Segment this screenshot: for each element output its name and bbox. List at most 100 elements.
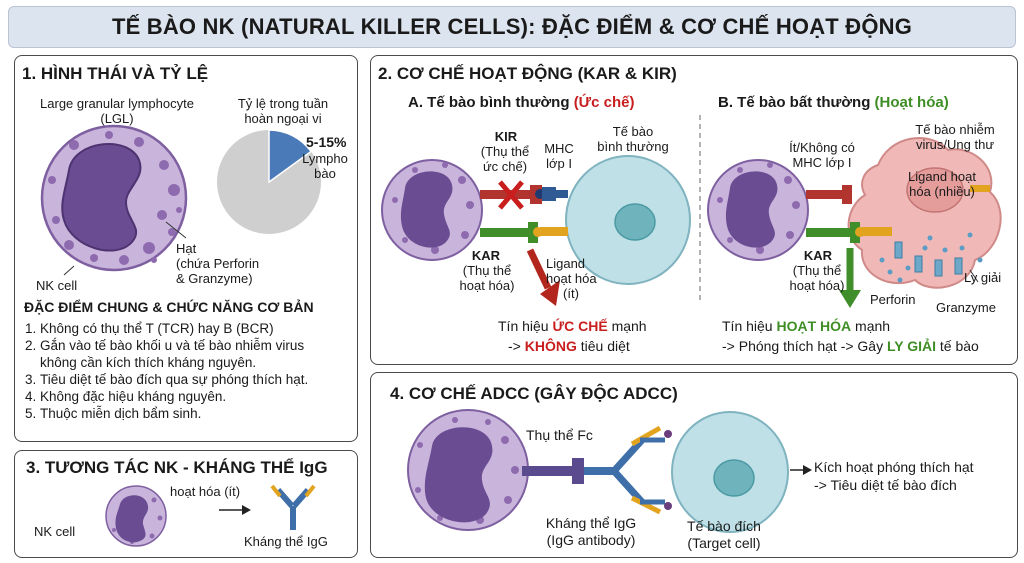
kar-desc-a-line1: (Thụ thể: [462, 263, 512, 278]
panel3-illustration: [105, 484, 316, 547]
ligand-b: [862, 185, 990, 236]
result-b-prefix: -> Phóng thích hạt -> Gây: [722, 338, 884, 354]
mhc-class1-a: [542, 187, 568, 201]
kir-desc-line2: ức chế): [482, 159, 528, 174]
pie-percent: 5-15%: [306, 134, 347, 150]
page-title: TẾ BÀO NK (NATURAL KILLER CELLS): ĐẶC ĐI…: [8, 6, 1016, 48]
mhc-line1: MHC: [544, 141, 574, 156]
result-a-suffix: tiêu diệt: [580, 338, 630, 354]
granules: [48, 131, 182, 265]
granule-line1: Hạt: [176, 241, 197, 256]
kar-desc-a: (Thụ thể hoạt hóa): [454, 263, 520, 293]
target-cell-label: Tế bào đích (Target cell): [674, 518, 774, 552]
signal-a: Tín hiệu ỨC CHẾ mạnh: [498, 318, 647, 334]
kir-receptor-b: [806, 185, 852, 204]
activate-arrow: [839, 290, 861, 308]
inhibit-arrow: [540, 280, 560, 306]
panel4-heading: 4. CƠ CHẾ ADCC (GÂY ĐỘC ADCC): [390, 384, 678, 403]
pie-label-line1: Lympho: [302, 151, 348, 166]
panel1-heading: 1. HÌNH THÁI VÀ TỶ LỆ: [22, 64, 209, 83]
target-cell: [671, 411, 789, 533]
igg-antibody-icon: [270, 484, 316, 530]
target-line1: Tế bào đích: [687, 518, 761, 534]
section-b-state: (Hoạt hóa): [874, 94, 949, 111]
feature-item: Thuộc miễn dịch bẩm sinh.: [40, 405, 370, 422]
fc-receptor: [522, 458, 584, 484]
fc-receptor-label: Thụ thể Fc: [526, 427, 593, 443]
pie-label: Lympho bào: [302, 151, 348, 181]
normal-cell: [565, 155, 691, 285]
few-mhc-label: Ít/Không có MHC lớp I: [780, 140, 864, 170]
kar-label-a: KAR: [471, 248, 501, 263]
result-b-strong: LY GIẢI: [887, 338, 937, 354]
few-mhc-line1: Ít/Không có: [789, 140, 855, 155]
kir-desc-line1: (Thụ thể: [480, 144, 530, 159]
ligand-many-line1: Ligand hoạt: [908, 169, 976, 184]
nk-cell-adcc: [407, 409, 529, 531]
result-b: -> Phóng thích hạt -> Gây LY GIẢI tế bào: [722, 338, 979, 354]
ligand-many-label: Ligand hoạt hóa (nhiều): [894, 169, 990, 199]
mhc-line2: lớp I: [546, 156, 572, 171]
activated-label: hoạt hóa (ít): [170, 484, 241, 499]
lgl-line2: (LGL): [100, 111, 134, 126]
normal-cell-line2: bình thường: [597, 139, 669, 154]
nk-cell-a: [381, 159, 483, 261]
lgl-label: Large granular lymphocyte (LGL): [22, 96, 212, 126]
infected-line1: Tế bào nhiễm: [915, 122, 995, 137]
ratio-pie-chart: [217, 129, 321, 234]
normal-cell-label: Tế bào bình thường: [588, 124, 678, 154]
antibody-adcc-line2: (IgG antibody): [546, 532, 636, 548]
antibody-adcc-line1: Kháng thể IgG: [545, 515, 637, 531]
kar-receptor-a: [480, 222, 543, 243]
kir-desc: (Thụ thể ức chế): [472, 144, 538, 174]
feature-item-line1: Gắn vào tế bào khối u và tế bào nhiễm vi…: [40, 338, 305, 353]
granule-label: Hạt (chứa Perforin & Granzyme): [176, 241, 259, 286]
nk-cell-label: NK cell: [36, 278, 78, 293]
adcc-result-line1: Kích hoạt phóng thích hạt: [814, 459, 974, 475]
signal-b: Tín hiệu HOẠT HÓA mạnh: [722, 318, 890, 334]
section-a-prefix: A. Tế bào bình thường: [408, 94, 570, 111]
ratio-line2: hoàn ngoại vi: [244, 111, 322, 126]
kar-desc-b: (Thụ thể hoạt hóa): [784, 263, 850, 293]
granule-line3: & Granzyme): [176, 271, 253, 286]
section-b-prefix: B. Tế bào bất thường: [718, 94, 871, 111]
lysis-label: Ly giải: [964, 270, 1002, 285]
nk-nucleus: [61, 143, 142, 252]
result-a: -> KHÔNG tiêu diệt: [508, 338, 630, 354]
signal-a-strong: ỨC CHẾ: [552, 318, 608, 334]
few-mhc-line2: MHC lớp I: [792, 155, 852, 170]
section-a-title: A. Tế bào bình thường (Ức chế): [408, 94, 634, 111]
ligand-many-line2: hóa (nhiều): [909, 184, 975, 199]
panel1-illustration: [40, 124, 321, 276]
panel2-heading: 2. CƠ CHẾ HOẠT ĐỘNG (KAR & KIR): [378, 64, 677, 83]
adcc-result-line2: -> Tiêu diệt tế bào đích: [814, 477, 957, 493]
infected-cell-label: Tế bào nhiễm virus/Ung thư: [900, 122, 1010, 152]
result-b-suffix: tế bào: [939, 338, 979, 354]
kar-desc-b-line1: (Thụ thể: [792, 263, 842, 278]
infected-line2: virus/Ung thư: [915, 137, 995, 152]
panel2-illustration: [381, 115, 1002, 308]
result-a-strong: KHÔNG: [524, 338, 577, 354]
section-b-title: B. Tế bào bất thường (Hoạt hóa): [718, 94, 949, 111]
feature-item: Không đặc hiệu kháng nguyên.: [40, 388, 370, 405]
result-arrow: [803, 465, 812, 475]
kar-receptor-b: [806, 222, 865, 243]
nk-cell-small-label: NK cell: [34, 524, 76, 539]
features-heading: ĐẶC ĐIỂM CHUNG & CHỨC NĂNG CƠ BẢN: [24, 299, 314, 315]
inhibit-x-mark: [498, 180, 524, 210]
antibody-label: Kháng thể IgG: [244, 534, 328, 549]
feature-item: Gắn vào tế bào khối u và tế bào nhiễm vi…: [40, 337, 370, 371]
ligand-a-line2: hoạt hóa: [546, 271, 597, 286]
panel3-heading: 3. TƯƠNG TÁC NK - KHÁNG THỂ IgG: [26, 458, 328, 477]
granule-line2: (chứa Perforin: [176, 256, 260, 271]
ratio-label: Tỷ lệ trong tuần hoàn ngoại vi: [218, 96, 348, 126]
pie-label-line2: bào: [314, 166, 336, 181]
ligand-a-line1: Ligand: [546, 256, 586, 271]
adcc-result: Kích hoạt phóng thích hạt -> Tiêu diệt t…: [814, 458, 974, 494]
antibody-adcc-label: Kháng thể IgG (IgG antibody): [536, 515, 646, 549]
ratio-line1: Tỷ lệ trong tuần: [237, 96, 329, 111]
ligand-a-line3: (ít): [563, 286, 579, 301]
lgl-line1: Large granular lymphocyte: [40, 96, 194, 111]
signal-b-strong: HOẠT HÓA: [776, 318, 852, 334]
feature-item-line2: không cần kích thích kháng nguyên.: [40, 355, 257, 370]
